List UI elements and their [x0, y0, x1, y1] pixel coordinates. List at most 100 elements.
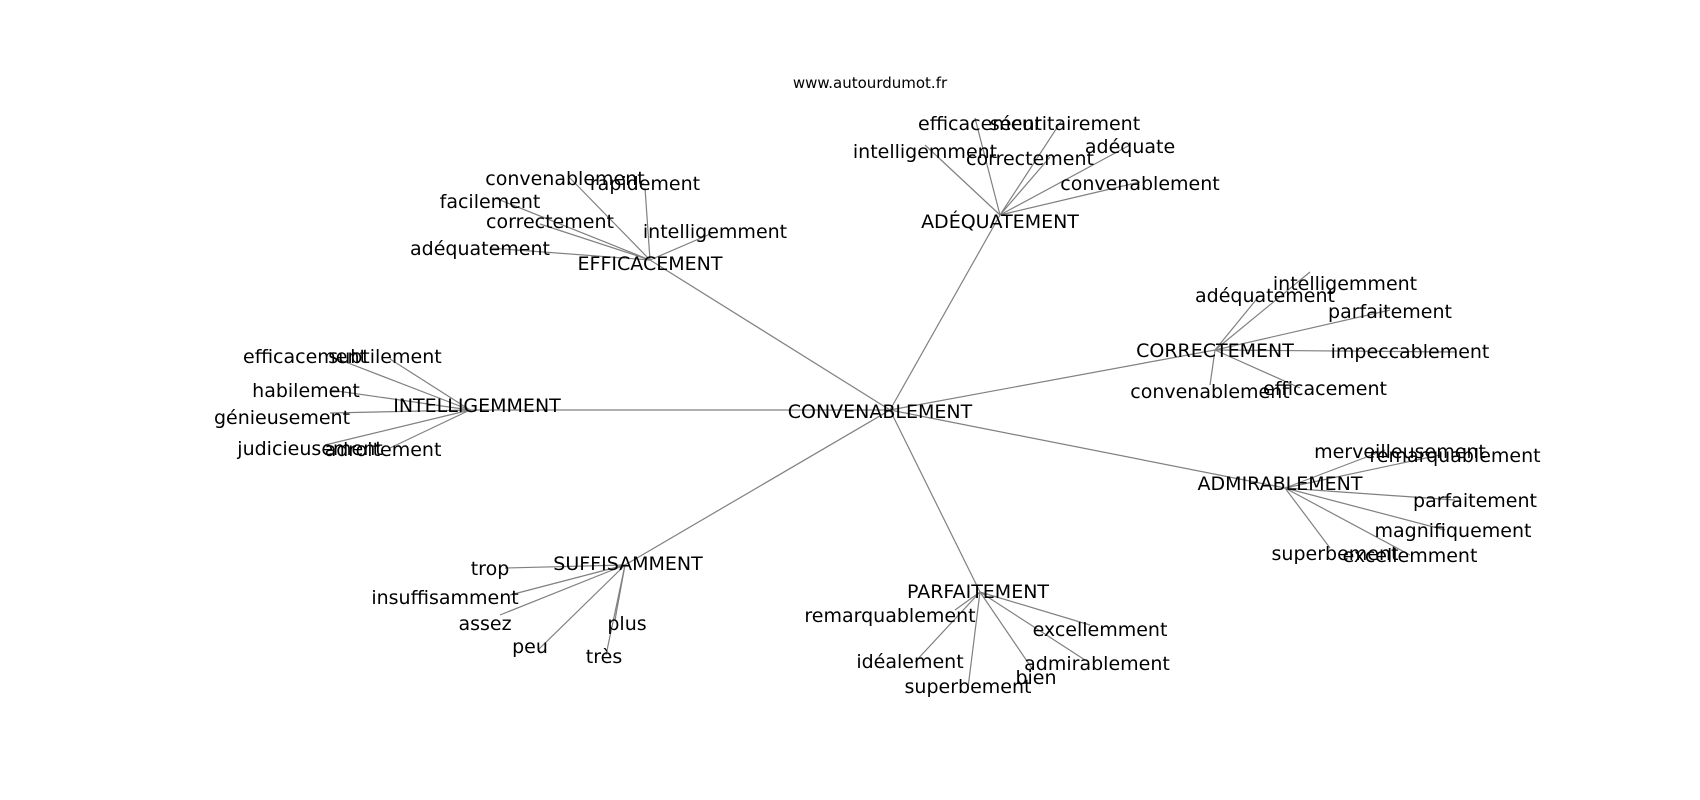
leaf-word[interactable]: génieusement — [214, 407, 350, 429]
hub-to-leaf-edge — [999, 144, 1131, 216]
hub-word[interactable]: EFFICACEMENT — [578, 253, 723, 275]
hub-to-leaf-edge — [979, 591, 1086, 661]
leaf-word[interactable]: adroitement — [325, 439, 442, 461]
leaf-word[interactable]: correctement — [486, 211, 614, 233]
leaf-word[interactable]: parfaitement — [1413, 490, 1537, 512]
hub-to-leaf-edge — [1284, 487, 1446, 531]
hub-to-leaf-edge — [1214, 271, 1311, 351]
leaf-word[interactable]: efficacement — [1263, 378, 1387, 400]
leaf-word[interactable]: convenablement — [485, 168, 644, 190]
center-word: CONVENABLEMENT — [788, 401, 973, 423]
leaf-word[interactable]: adéquatement — [1195, 285, 1335, 307]
hub-to-leaf-edge — [539, 223, 651, 261]
leaf-word[interactable]: facilement — [440, 191, 541, 213]
leaf-word[interactable]: idéalement — [856, 651, 963, 673]
hub-to-leaf-edge — [324, 409, 471, 446]
hub-word[interactable]: ADÉQUATEMENT — [921, 210, 1079, 233]
hub-to-leaf-edge — [537, 564, 626, 651]
leaf-word[interactable]: merveilleusement — [1314, 441, 1486, 463]
hub-to-leaf-edge — [329, 389, 471, 411]
leaf-word[interactable]: assez — [458, 613, 511, 635]
hub-to-leaf-edge — [1214, 349, 1456, 353]
leaf-word[interactable]: admirablement — [1024, 653, 1170, 675]
leaf-word[interactable]: excellemment — [1033, 619, 1168, 641]
leaf-word[interactable]: habilement — [252, 380, 360, 402]
leaf-word[interactable]: intelligemment — [853, 141, 997, 163]
hub-to-leaf-edge — [649, 231, 716, 261]
leaf-word[interactable]: peu — [512, 636, 548, 658]
hub-to-leaf-edge — [999, 156, 1051, 216]
leaf-word[interactable]: plus — [607, 613, 646, 635]
hub-to-leaf-edge — [1284, 487, 1331, 549]
hub-to-leaf-edge — [979, 591, 1091, 626]
center-to-hub-edge — [649, 259, 891, 411]
center-to-hub-edge — [889, 409, 981, 593]
leaf-word[interactable]: remarquablement — [1369, 445, 1540, 467]
leaf-word[interactable]: intelligemment — [1273, 273, 1417, 295]
center-to-hub-edge — [889, 214, 1001, 411]
hub-to-leaf-edge — [1284, 454, 1441, 489]
center-to-hub-edge — [889, 409, 1286, 489]
leaf-word[interactable]: superbement — [905, 676, 1032, 698]
graph-labels: EFFICACEMENTconvenablementrapidementfaci… — [214, 113, 1541, 698]
hub-to-leaf-edge — [1284, 487, 1411, 556]
hub-to-leaf-edge — [605, 564, 626, 656]
leaf-word[interactable]: superbement — [1272, 543, 1399, 565]
hub-to-leaf-edge — [999, 119, 1063, 216]
hub-to-leaf-edge — [967, 591, 981, 689]
leaf-word[interactable]: adéquate — [1085, 136, 1175, 158]
hub-to-leaf-edge — [1214, 294, 1261, 351]
hub-to-leaf-edge — [979, 591, 1034, 671]
hub-to-leaf-edge — [329, 355, 471, 411]
hub-to-leaf-edge — [1214, 309, 1391, 351]
center-to-hub-edge — [889, 349, 1216, 411]
leaf-word[interactable]: convenablement — [1130, 381, 1289, 403]
leaf-word[interactable]: impeccablement — [1331, 341, 1490, 363]
hub-to-leaf-edge — [499, 564, 626, 616]
leaf-word[interactable]: trop — [471, 558, 510, 580]
hub-to-leaf-edge — [494, 197, 651, 261]
leaf-word[interactable]: subtilement — [328, 346, 441, 368]
leaf-word[interactable]: excellemment — [1343, 545, 1478, 567]
hub-to-leaf-edge — [914, 591, 981, 663]
hub-to-leaf-edge — [1284, 487, 1456, 501]
hub-to-leaf-edge — [644, 187, 651, 261]
hub-word[interactable]: PARFAITEMENT — [907, 581, 1049, 603]
leaf-word[interactable]: très — [586, 646, 622, 668]
hub-to-leaf-edge — [954, 591, 981, 611]
hub-to-leaf-edge — [329, 409, 471, 414]
hub-to-leaf-edge — [489, 247, 651, 261]
leaf-word[interactable]: efficacement — [243, 346, 367, 368]
leaf-word[interactable]: judicieusement — [236, 438, 382, 460]
leaf-word[interactable]: intelligemment — [643, 221, 787, 243]
leaf-word[interactable]: rapidement — [590, 173, 700, 195]
center-to-hub-edge — [624, 409, 891, 566]
hub-word[interactable]: ADMIRABLEMENT — [1198, 473, 1363, 495]
leaf-word[interactable]: insuffisamment — [371, 587, 518, 609]
leaf-word[interactable]: bien — [1015, 667, 1056, 689]
hub-to-leaf-edge — [389, 358, 471, 411]
hub-to-leaf-edge — [509, 564, 626, 596]
hub-to-leaf-edge — [569, 177, 651, 261]
hub-word[interactable]: SUFFISAMMENT — [553, 553, 703, 575]
leaf-word[interactable]: parfaitement — [1328, 301, 1452, 323]
source-watermark: www.autourdumot.fr — [793, 74, 948, 92]
hub-to-leaf-edge — [1284, 449, 1386, 489]
leaf-word[interactable]: magnifiquement — [1375, 520, 1532, 542]
leaf-word[interactable]: correctement — [966, 148, 1094, 170]
leaf-word[interactable]: convenablement — [1060, 173, 1219, 195]
hub-to-leaf-edge — [924, 144, 1001, 216]
hub-word[interactable]: CORRECTEMENT — [1136, 340, 1294, 362]
hub-to-leaf-edge — [999, 181, 1141, 216]
graph-edges — [324, 117, 1456, 689]
leaf-word[interactable]: remarquablement — [804, 605, 975, 627]
hub-to-leaf-edge — [974, 117, 1001, 216]
hub-to-leaf-edge — [1209, 349, 1216, 386]
hub-to-leaf-edge — [389, 409, 471, 449]
hub-word[interactable]: INTELLIGEMMENT — [393, 395, 561, 417]
leaf-word[interactable]: adéquatement — [410, 238, 550, 260]
leaf-word[interactable]: sécuritairement — [990, 113, 1140, 135]
hub-to-leaf-edge — [504, 564, 626, 569]
leaf-word[interactable]: efficacement — [918, 113, 1042, 135]
